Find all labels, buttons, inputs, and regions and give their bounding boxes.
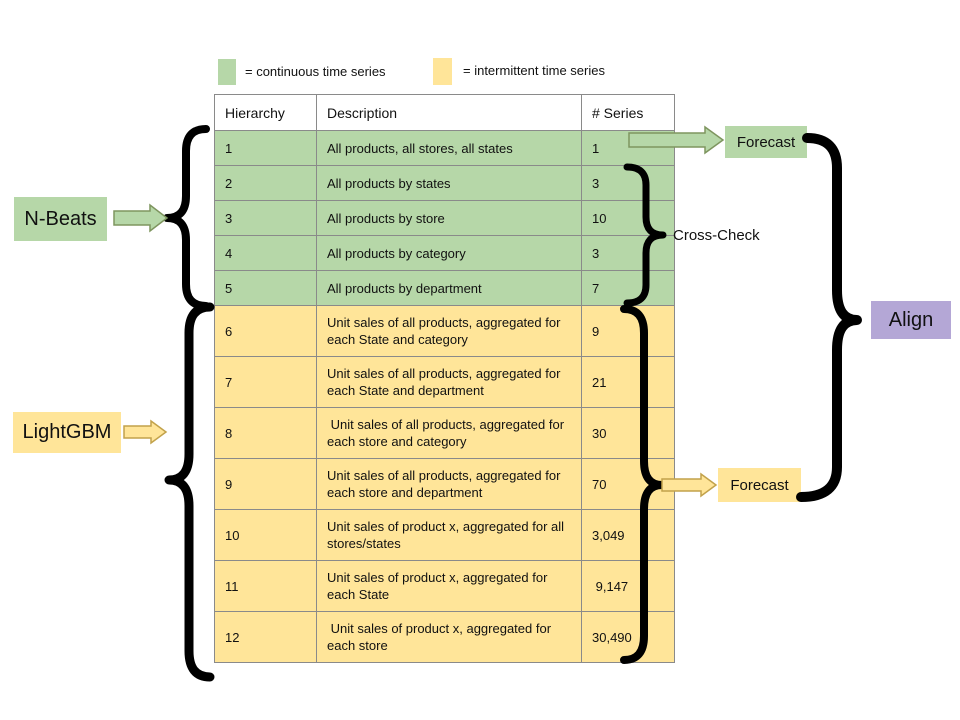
cell-description: All products, all stores, all states [316,130,582,166]
forecast-intermittent-label: Forecast [718,468,801,502]
cell-description: All products by states [316,165,582,201]
cell-description: Unit sales of product x, aggregated for … [316,560,582,612]
table-row: 8 Unit sales of all products, aggregated… [214,407,675,459]
cell-hierarchy: 1 [214,130,317,166]
legend-label-intermittent: = intermittent time series [463,63,605,78]
cell-description: Unit sales of product x, aggregated for … [316,611,582,663]
cell-hierarchy: 10 [214,509,317,561]
cell-hierarchy: 3 [214,200,317,236]
header-hierarchy: Hierarchy [214,94,317,131]
table-row: 12 Unit sales of product x, aggregated f… [214,611,675,663]
cell-description: Unit sales of all products, aggregated f… [316,305,582,357]
cell-hierarchy: 5 [214,270,317,306]
legend-swatch-intermittent [433,58,452,85]
cell-series: 30 [581,407,675,459]
brace-align-icon [796,133,862,502]
cell-hierarchy: 2 [214,165,317,201]
legend-label-continuous: = continuous time series [245,64,386,79]
align-label: Align [871,301,951,339]
cell-description: Unit sales of product x, aggregated for … [316,509,582,561]
cell-hierarchy: 4 [214,235,317,271]
cell-hierarchy: 12 [214,611,317,663]
cell-hierarchy: 7 [214,356,317,408]
lightgbm-label: LightGBM [13,412,121,453]
cell-series: 70 [581,458,675,510]
cell-hierarchy: 8 [214,407,317,459]
cell-series: 9 [581,305,675,357]
cell-series: 3 [581,165,675,201]
cell-description: Unit sales of all products, aggregated f… [316,407,582,459]
cross-check-label: Cross-Check [673,227,760,244]
cell-hierarchy: 6 [214,305,317,357]
forecast-continuous-label: Forecast [725,126,807,158]
cell-description: All products by department [316,270,582,306]
brace-continuous-left-icon [163,125,210,310]
header-series: # Series [581,94,675,131]
cell-series: 3,049 [581,509,675,561]
cell-series: 9,147 [581,560,675,612]
cell-description: All products by category [316,235,582,271]
cell-series: 1 [581,130,675,166]
cell-series: 30,490 [581,611,675,663]
cell-hierarchy: 9 [214,458,317,510]
nbeats-label: N-Beats [14,197,107,241]
legend-swatch-continuous [218,59,236,85]
cell-series: 7 [581,270,675,306]
cell-description: Unit sales of all products, aggregated f… [316,458,582,510]
cell-series: 21 [581,356,675,408]
cell-description: All products by store [316,200,582,236]
cell-series: 10 [581,200,675,236]
header-description: Description [316,94,582,131]
lightgbm-arrow-icon [123,419,168,445]
cell-description: Unit sales of all products, aggregated f… [316,356,582,408]
cell-series: 3 [581,235,675,271]
table-header-row: Hierarchy Description # Series [214,94,675,131]
brace-intermittent-left-icon [164,302,215,682]
cell-hierarchy: 11 [214,560,317,612]
nbeats-arrow-icon [113,203,169,233]
